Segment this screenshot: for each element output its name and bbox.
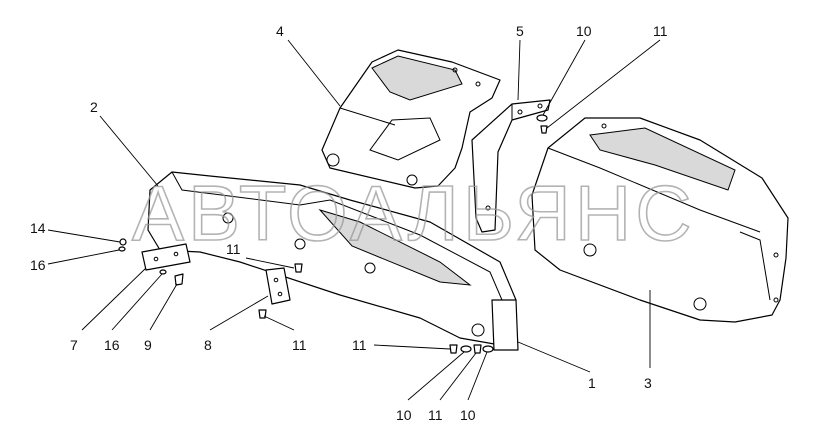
callout-11: 11 (653, 23, 668, 39)
fastener-nut-14 (119, 238, 127, 246)
fastener-washer-10c (482, 345, 494, 353)
callout-7: 7 (70, 337, 78, 353)
callout-14: 14 (30, 220, 46, 236)
callout-11: 11 (226, 241, 241, 257)
fastener-washer-16b (159, 269, 167, 275)
callout-3: 3 (644, 375, 652, 391)
fastener-bolt-9 (174, 273, 184, 286)
callout-4: 4 (276, 23, 284, 39)
callout-2: 2 (90, 99, 98, 115)
callout-16: 16 (104, 337, 120, 353)
callout-11: 11 (428, 407, 443, 423)
fastener-washer-10 (536, 114, 548, 122)
callout-10: 10 (396, 407, 412, 423)
callout-8: 8 (204, 337, 212, 353)
part-8-plate (265, 267, 291, 305)
callout-labels: 4 5 10 11 2 14 16 11 7 16 9 8 11 11 1 3 … (30, 23, 668, 423)
fastener-bolt-11e (473, 344, 482, 354)
fastener-bolt-11 (540, 125, 548, 134)
fastener-washer-10b (460, 345, 472, 353)
fastener-bolt-11d (449, 344, 458, 354)
part-7-plate (141, 243, 191, 271)
leader-lines (47, 39, 661, 401)
part-5-bracket (471, 99, 551, 233)
callout-5: 5 (516, 23, 524, 39)
callout-1: 1 (588, 375, 596, 391)
callout-10: 10 (576, 23, 592, 39)
part-2-fender (147, 171, 519, 351)
callout-11: 11 (352, 337, 367, 353)
part-3-fender (531, 117, 789, 323)
callout-11: 11 (292, 337, 307, 353)
fastener-washer-16a (118, 246, 126, 252)
callout-10: 10 (460, 407, 476, 423)
callout-9: 9 (144, 337, 152, 353)
part-4-fender-panel (321, 49, 501, 189)
fastener-bolt-11b (294, 263, 303, 273)
watermark-text: АВТОАЛЬЯНС (132, 169, 696, 257)
callout-16: 16 (30, 257, 46, 273)
